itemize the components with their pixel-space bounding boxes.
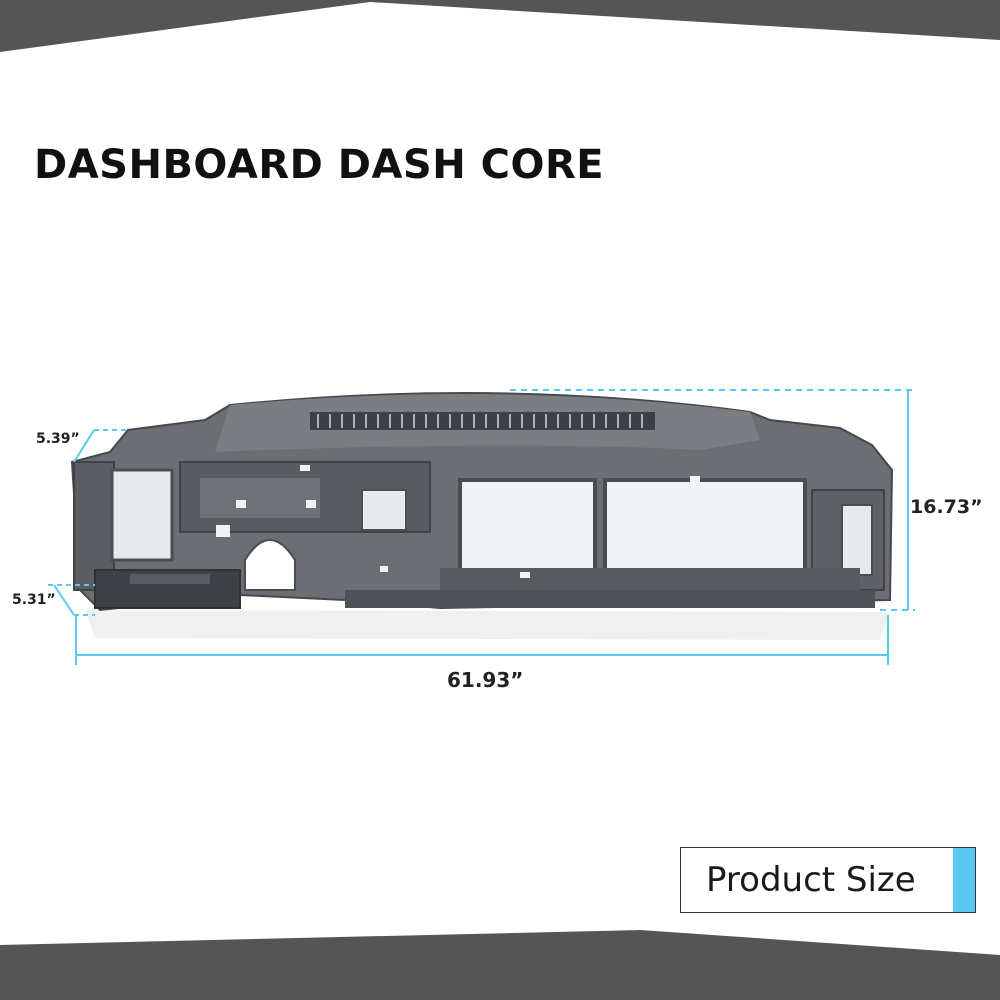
width-dimension-label: 61.93”: [447, 668, 524, 692]
left-bottom-dimension-line: [53, 584, 75, 616]
left-top-dimension-label: 5.39”: [36, 431, 80, 447]
height-dimension-label: 16.73”: [910, 496, 983, 518]
product-size-label: Product Size: [706, 860, 916, 900]
page-title: DASHBOARD DASH CORE: [34, 142, 605, 188]
left-bottom-dimension-label: 5.31”: [12, 592, 56, 608]
left-top-dimension-line: [73, 429, 95, 463]
product-size-badge: Product Size: [680, 847, 976, 913]
badge-accent-bar: [953, 848, 975, 912]
